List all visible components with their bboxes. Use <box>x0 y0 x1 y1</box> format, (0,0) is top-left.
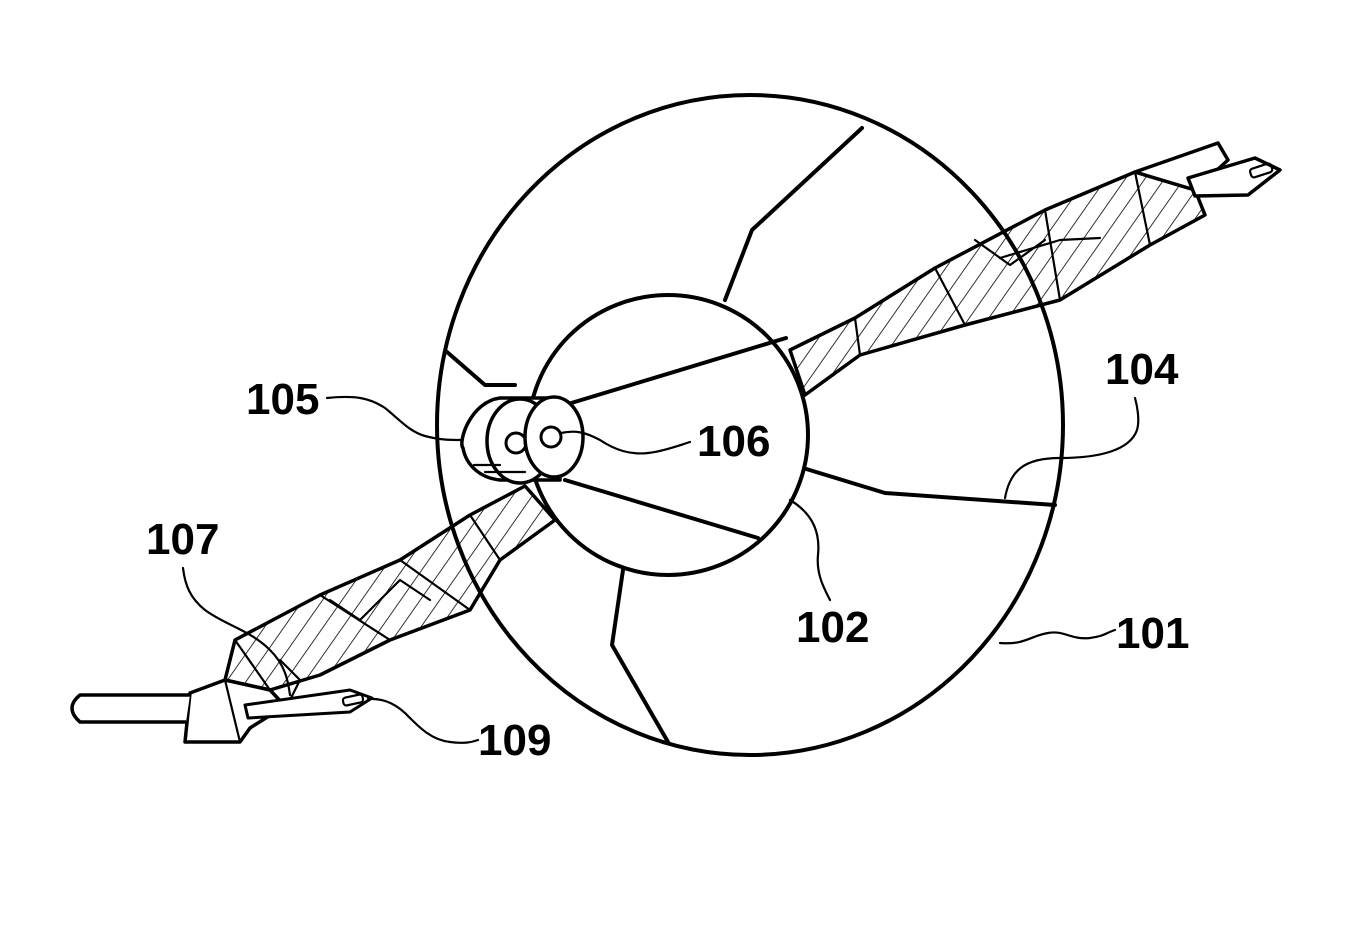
outer-disc-divider-left <box>447 352 515 385</box>
label-104: 104 <box>1105 345 1179 394</box>
leader-109 <box>368 699 478 743</box>
lower-arm-hatched-body <box>225 486 555 690</box>
leader-105 <box>327 397 462 440</box>
outer-disc-divider-right <box>803 468 1055 505</box>
lower-arm-rod <box>72 695 190 722</box>
label-102: 102 <box>796 603 869 652</box>
lower-left-arm <box>72 486 555 742</box>
leader-104 <box>1005 398 1138 498</box>
axle-bore <box>506 433 526 453</box>
label-109: 109 <box>478 716 551 765</box>
upper-right-arm <box>790 143 1280 395</box>
leader-102 <box>790 500 830 600</box>
label-101: 101 <box>1116 609 1189 658</box>
label-107: 107 <box>146 515 219 564</box>
label-106: 106 <box>697 417 770 466</box>
leader-101 <box>1000 630 1115 643</box>
label-105: 105 <box>246 375 319 424</box>
axle-center-pin <box>541 427 561 447</box>
outer-disc-divider-top <box>725 128 862 300</box>
outer-disc-divider-bottom <box>612 570 668 742</box>
axle-assembly <box>462 397 583 483</box>
